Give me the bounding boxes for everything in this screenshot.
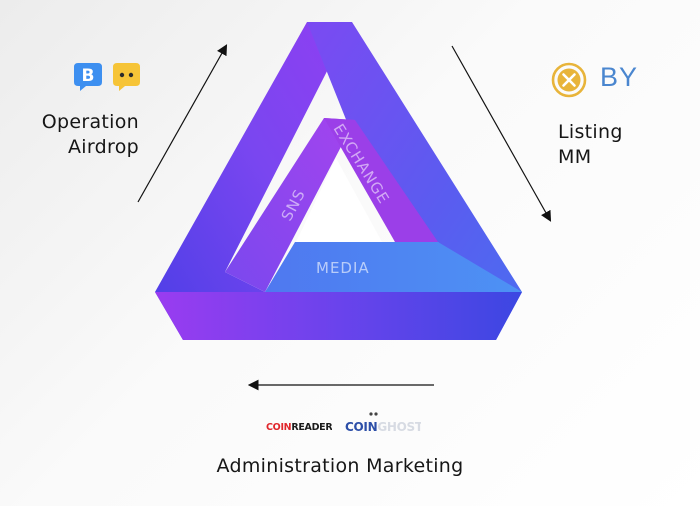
triangle-face-left xyxy=(155,22,352,340)
listing-mm-label: Listing MM xyxy=(558,120,623,170)
coinghost-logo: COINGHOST xyxy=(345,410,424,440)
administration-marketing-label: Administration Marketing xyxy=(216,455,464,477)
penrose-triangle xyxy=(155,22,522,340)
operation-airdrop-label: Operation Airdrop xyxy=(30,110,139,160)
triangle-face-bottom xyxy=(155,292,522,340)
x-coin-icon xyxy=(551,62,587,102)
brand-by-text: BY xyxy=(600,62,639,92)
svg-text:B: B xyxy=(82,66,95,86)
triangle-inner-left-face xyxy=(225,118,355,292)
triangle-inner-bottom-face xyxy=(265,242,522,292)
mm-text: MM xyxy=(558,146,592,168)
listing-text: Listing xyxy=(558,121,623,143)
svg-text:COINGHOST: COINGHOST xyxy=(345,420,421,434)
arrow-up-left xyxy=(137,44,228,203)
svg-text:COINREADERS: COINREADERS xyxy=(266,422,332,433)
media-label: MEDIA xyxy=(316,259,370,277)
arrow-down-right xyxy=(451,45,552,222)
chat-bubble-b-icon xyxy=(112,60,142,96)
bitcoin-chat-icon: B xyxy=(72,60,104,96)
operation-text: Operation xyxy=(41,111,139,133)
coinreaders-logo: COINREADERS xyxy=(266,418,340,438)
triangle-hole xyxy=(296,158,382,242)
triangle-inner-right-face xyxy=(324,118,438,242)
airdrop-text: Airdrop xyxy=(68,136,139,158)
